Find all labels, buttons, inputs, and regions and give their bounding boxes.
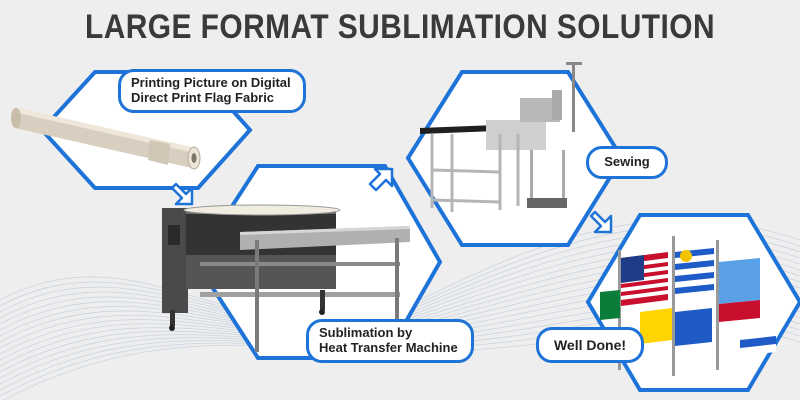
step-3-hexagon (162, 164, 443, 360)
sewing-machine-icon (420, 62, 582, 212)
step-4-label: Well Done! (536, 327, 644, 364)
step-1-label-line-2: Direct Print Flag Fabric (131, 89, 275, 105)
step-3-label-line-2: Heat Transfer Machine (319, 339, 458, 355)
arrow-icon (368, 167, 394, 192)
fabric-roll-icon (11, 108, 201, 170)
step-1-label: Printing Picture on Digital Direct Print… (118, 69, 306, 113)
arrow-icon (170, 182, 194, 206)
arrow-icon (589, 210, 613, 234)
flow-arrows (170, 167, 613, 234)
step-1-label-line-1: Printing Picture on Digital (131, 75, 291, 90)
flags-icon (600, 236, 776, 376)
step-4-hexagon (585, 213, 800, 392)
step-2-label: Sewing (586, 146, 668, 179)
step-3-label: Sublimation by Heat Transfer Machine (306, 319, 474, 363)
heat-transfer-machine-icon (162, 204, 410, 352)
step-3-label-line-1: Sublimation by (319, 325, 413, 340)
page-title: LARGE FORMAT SUBLIMATION SOLUTION (84, 8, 716, 46)
